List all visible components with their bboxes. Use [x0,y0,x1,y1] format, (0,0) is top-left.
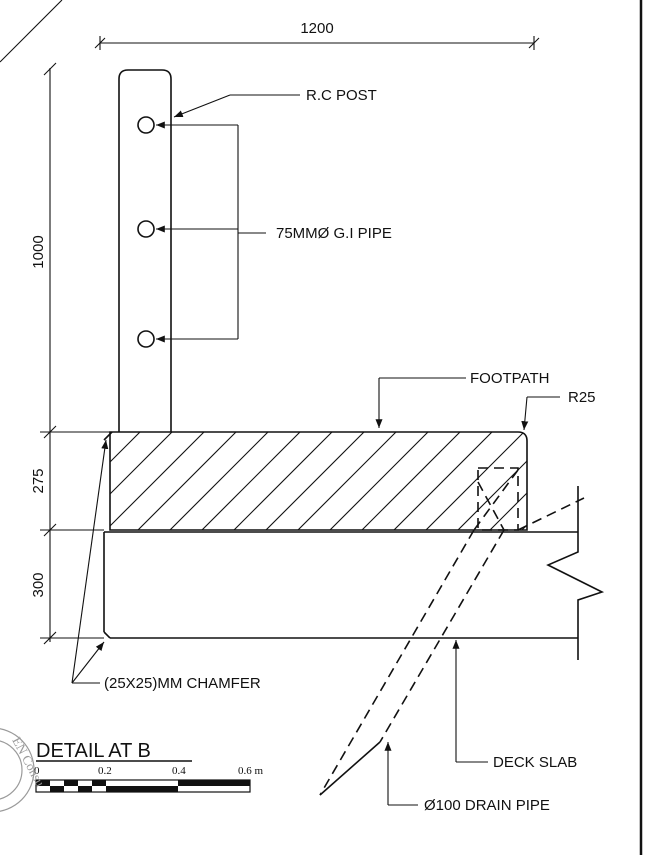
label-drain-pipe: Ø100 DRAIN PIPE [424,797,550,814]
leader-gi-pipe: 75MMØ G.I PIPE [156,121,392,343]
scale-tick-2: 0.4 [172,765,186,777]
leader-r25: R25 [521,389,596,431]
slab-thickness-text: 300 [30,572,47,597]
label-footpath: FOOTPATH [470,370,549,387]
footpath-thickness-text: 275 [30,468,47,493]
label-rc-post: R.C POST [306,87,377,104]
chamfer-top [103,431,113,441]
gi-pipe-bottom [137,330,155,348]
gi-pipe-middle [137,220,155,238]
footpath-hatch [110,432,527,530]
scale-tick-1: 0.2 [98,765,112,777]
label-gi-pipe: 75MMØ G.I PIPE [276,225,392,242]
leader-footpath: FOOTPATH [375,370,549,428]
label-r25: R25 [568,389,596,406]
scale-tick-3: 0.6 m [238,765,264,777]
corner-line [0,0,63,63]
footpath-block [109,431,528,531]
detail-title-block: DETAIL AT B [36,740,192,762]
post-height-text: 1000 [30,235,47,268]
deck-slab-outline [103,486,605,660]
gi-pipe-top [137,116,155,134]
leader-chamfer: (25X25)MM CHAMFER [71,439,261,692]
scale-tick-0: 0 [34,765,40,777]
detail-title: DETAIL AT B [36,740,151,762]
width-dimension: 1200 [94,20,540,50]
leader-deck-slab: DECK SLAB [452,640,577,771]
scale-bar: 0 0.2 0.4 0.6 m [34,765,264,793]
height-dimensions: 1000 275 300 [30,62,110,645]
label-chamfer: (25X25)MM CHAMFER [104,675,261,692]
rc-post [118,69,172,432]
width-dimension-text: 1200 [300,20,333,37]
leader-rc-post: R.C POST [173,87,377,118]
drain-pipe-dashed [319,467,585,796]
label-deck-slab: DECK SLAB [493,754,577,771]
leader-drain-pipe: Ø100 DRAIN PIPE [384,742,550,814]
gi-pipes [137,116,155,348]
